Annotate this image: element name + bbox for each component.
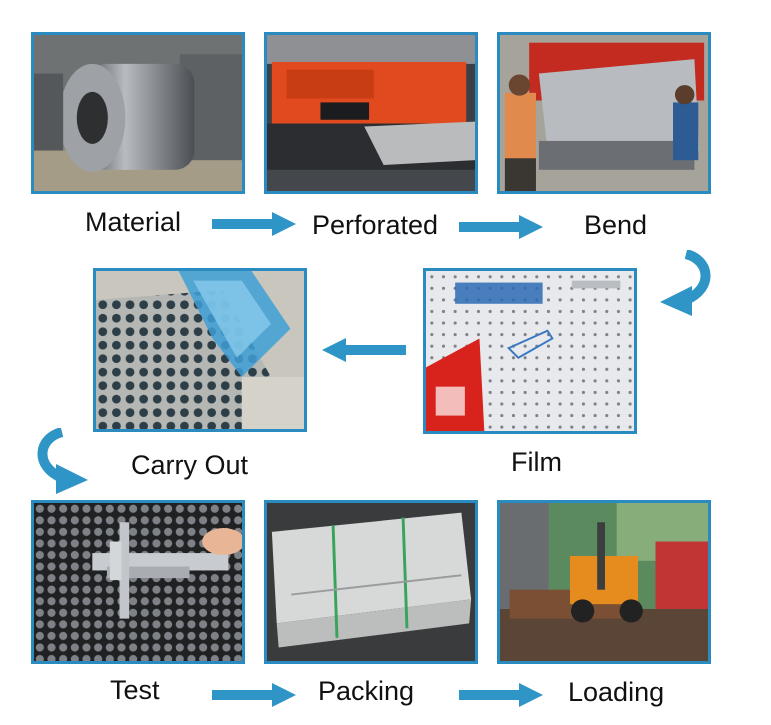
packing-photo <box>264 500 478 664</box>
arrow-right-icon <box>459 214 543 240</box>
step-label-material: Material <box>85 207 182 237</box>
step-label-test: Test <box>110 675 160 705</box>
loading-photo <box>497 500 711 664</box>
carry-out-photo <box>93 268 307 432</box>
step-label-loading: Loading <box>568 677 665 707</box>
bend-photo <box>497 32 711 194</box>
step-label-perforated: Perforated <box>312 210 439 240</box>
step-label-packing: Packing <box>318 676 415 706</box>
curved-arrow-down-icon <box>28 428 100 496</box>
arrow-left-icon <box>322 337 406 363</box>
curved-arrow-down-icon <box>648 250 720 318</box>
step-label-film: Film <box>511 447 562 477</box>
arrow-right-icon <box>212 211 296 237</box>
material-photo <box>31 32 245 194</box>
step-label-carry-out: Carry Out <box>131 450 249 480</box>
film-photo <box>423 268 637 434</box>
perforated-photo <box>264 32 478 194</box>
arrow-right-icon <box>459 682 543 708</box>
step-label-bend: Bend <box>584 210 648 240</box>
test-photo <box>31 500 245 664</box>
arrow-right-icon <box>212 682 296 708</box>
